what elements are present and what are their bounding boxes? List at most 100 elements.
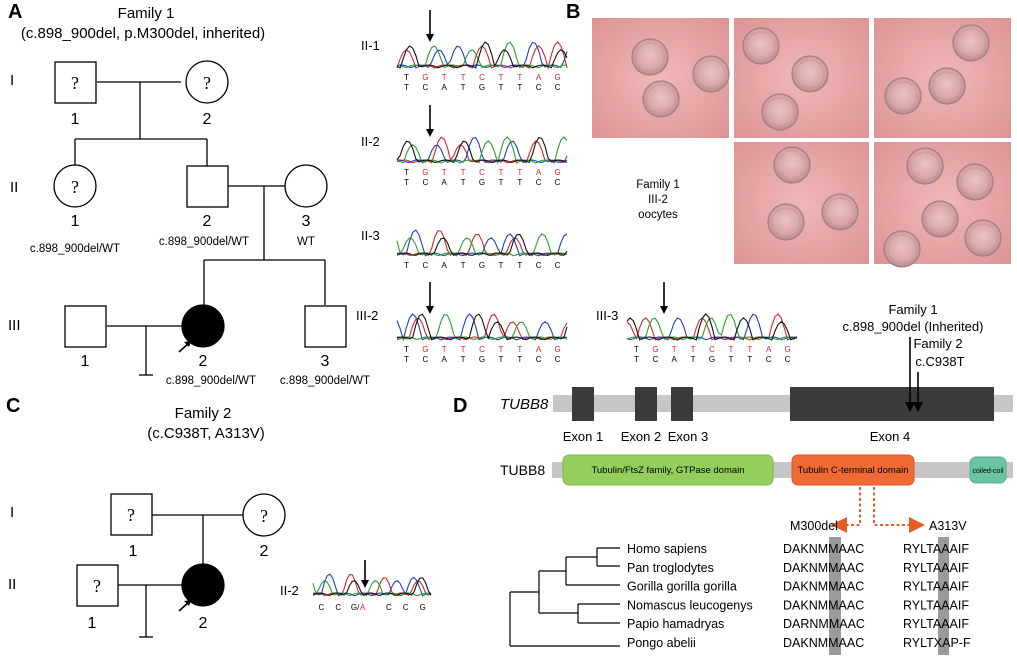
- oocyte-cell: [767, 203, 805, 241]
- base-call-top: T: [517, 168, 522, 177]
- base-call-top: C: [479, 168, 485, 177]
- sequence-a313-region: RYLTAAAIF: [903, 617, 969, 631]
- exon-3-block: [671, 387, 693, 421]
- chromatogram-label: II-3: [361, 228, 380, 243]
- family2-subtitle: (c.C938T, A313V): [147, 425, 265, 442]
- base-call-bottom: C: [536, 83, 542, 92]
- variant-arrowhead: [426, 306, 434, 314]
- sequence-m300-region: DAKNMMAAC: [783, 636, 864, 650]
- base-call-top: T: [461, 168, 466, 177]
- f2-I-1-male: [110, 493, 153, 536]
- base-call-bottom: T: [728, 355, 733, 364]
- oocyte-cell-inner: [746, 31, 776, 61]
- fam1-mut-label-2: c.898_900del (Inherited): [843, 319, 984, 334]
- oocyte-caption-line2: III-2: [648, 194, 668, 206]
- f2-II-2-number: 2: [199, 615, 208, 632]
- base-call-bottom: C: [555, 261, 561, 270]
- panel-b-label: B: [566, 1, 580, 23]
- oocyte-cell: [642, 80, 680, 118]
- oocyte-cell-inner: [646, 84, 676, 114]
- sequence-a313-region: RYLTXAP-F: [903, 636, 971, 650]
- phylogenetic-tree: [509, 547, 620, 647]
- sequence-a313-region: RYLTAAAIF: [903, 561, 969, 575]
- base-call-bottom: C: [422, 178, 428, 187]
- oocyte-cell-inner: [635, 42, 665, 72]
- variant-arrowhead: [361, 580, 369, 588]
- base-call-bottom: C: [422, 261, 428, 270]
- base-call-top: G: [554, 168, 560, 177]
- base-call-top: T: [634, 345, 639, 354]
- f1-II-2-male: [186, 165, 229, 208]
- oocyte-cell-inner: [825, 197, 855, 227]
- oocyte-cell: [692, 55, 730, 93]
- base-call-bottom: A: [442, 355, 448, 364]
- chromatogram-label: III-3: [596, 308, 618, 323]
- sequence-a313-region: RYLTAAAIF: [903, 580, 969, 594]
- base-call-bottom: T: [691, 355, 696, 364]
- gen-label-III: III: [8, 317, 21, 334]
- species-name: Pongo abelii: [627, 636, 696, 650]
- f1-II-3-number: 3: [302, 213, 311, 230]
- base-call-top: T: [461, 73, 466, 82]
- f1-II-1-female: [53, 164, 97, 208]
- panel-a-label: A: [8, 1, 22, 23]
- base-call-bottom: T: [461, 83, 466, 92]
- base-call-top: A: [536, 345, 542, 354]
- oocyte-cell: [773, 146, 811, 184]
- sequence-a313-region: RYLTAAAIF: [903, 542, 969, 556]
- oocyte-cell-inner: [696, 59, 726, 89]
- base-call-bottom: G: [479, 178, 485, 187]
- chromatogram-trace: [396, 229, 568, 257]
- gtpase-domain: [562, 454, 774, 486]
- family1-title: Family 1: [118, 5, 175, 22]
- base-call-bottom: C: [422, 355, 428, 364]
- exon-1-label: Exon 1: [563, 429, 603, 444]
- f1-II-2-genotype: c.898_900del/WT: [159, 236, 249, 248]
- base-call-top: T: [442, 168, 447, 177]
- base-call-top: C: [709, 345, 715, 354]
- chromatogram-label: II-1: [361, 38, 380, 53]
- base-call-bottom: T: [517, 178, 522, 187]
- f1-III-3-genotype: c.898_900del/WT: [280, 375, 370, 387]
- base-call: G/: [351, 603, 360, 612]
- oocyte-cell: [956, 163, 994, 201]
- base-call-top: G: [554, 345, 560, 354]
- base-call-top: T: [517, 73, 522, 82]
- unknown-mark: ?: [71, 73, 79, 93]
- variant-arrowhead: [426, 129, 434, 137]
- base-call-bottom: C: [536, 261, 542, 270]
- base-call-bottom: C: [555, 178, 561, 187]
- species-name: Gorilla gorilla gorilla: [627, 580, 737, 594]
- base-call-top: T: [404, 345, 409, 354]
- base-call-bottom: T: [747, 355, 752, 364]
- base-call: C: [386, 603, 392, 612]
- base-call-top: G: [422, 73, 428, 82]
- base-call-bottom: C: [555, 355, 561, 364]
- oocyte-cell-inner: [925, 204, 955, 234]
- c-terminal-domain-label: Tubulin C-terminal domain: [797, 465, 908, 476]
- family1-subtitle: (c.898_900del, p.M300del, inherited): [21, 25, 265, 42]
- family1-pedigree-lines: [74, 81, 326, 376]
- exon-1-block: [572, 387, 594, 421]
- gen-label-I: I: [10, 72, 14, 89]
- base-call-bottom: T: [498, 178, 503, 187]
- base-call-bottom: T: [517, 261, 522, 270]
- base-call-top: T: [728, 345, 733, 354]
- mut-m300del-label: M300del: [790, 519, 838, 533]
- family2-pedigree-lines: [118, 514, 243, 638]
- f1-III-3-number: 3: [321, 353, 330, 370]
- sequence-m300-region: DAKNMMAAC: [783, 598, 864, 612]
- f2-gen-label-I: I: [10, 504, 14, 521]
- oocyte-cell-inner: [968, 223, 998, 253]
- f1-III-2-genotype: c.898_900del/WT: [166, 375, 256, 387]
- base-call: C: [335, 603, 341, 612]
- f1-I-2-female: [185, 60, 229, 104]
- exon-3-label: Exon 3: [668, 429, 708, 444]
- sequence-m300-region: DARNMMAAC: [783, 617, 865, 631]
- chromatogram-trace: [396, 313, 568, 342]
